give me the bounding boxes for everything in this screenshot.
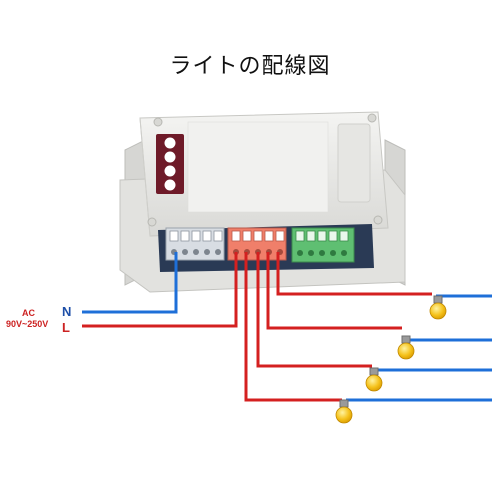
lamp (335, 399, 353, 424)
live-wire-output-3 (256, 252, 372, 368)
lid-right-recess (337, 123, 371, 203)
screw-icon (147, 217, 157, 227)
screw-icon (373, 215, 383, 225)
neutral-wires (82, 252, 492, 402)
channel-button (164, 165, 176, 177)
channel-button (164, 179, 176, 191)
channel-button (164, 137, 176, 149)
neutral-label: N (62, 304, 71, 319)
live-label: L (62, 320, 70, 335)
lamp (429, 295, 447, 320)
voltage-label: 90V~250V (6, 319, 48, 329)
page-title: ライトの配線図 (169, 54, 331, 79)
lamp (397, 335, 415, 360)
button-panel (156, 134, 184, 194)
channel-button (164, 151, 176, 163)
live-wire-output-2 (266, 252, 402, 330)
neutral-wire-source (82, 252, 178, 314)
screw-icon (153, 117, 163, 127)
lid-center-panel (187, 121, 329, 213)
lamp (365, 367, 383, 392)
ac-label: AC (22, 308, 35, 318)
screw-icon (367, 113, 377, 123)
relay-module (119, 111, 406, 293)
live-wire-output-4 (244, 252, 342, 402)
terminal-block-aux (291, 227, 355, 263)
live-wire-source (82, 252, 238, 328)
live-wires (82, 252, 432, 402)
live-wire-output-1 (276, 252, 432, 296)
